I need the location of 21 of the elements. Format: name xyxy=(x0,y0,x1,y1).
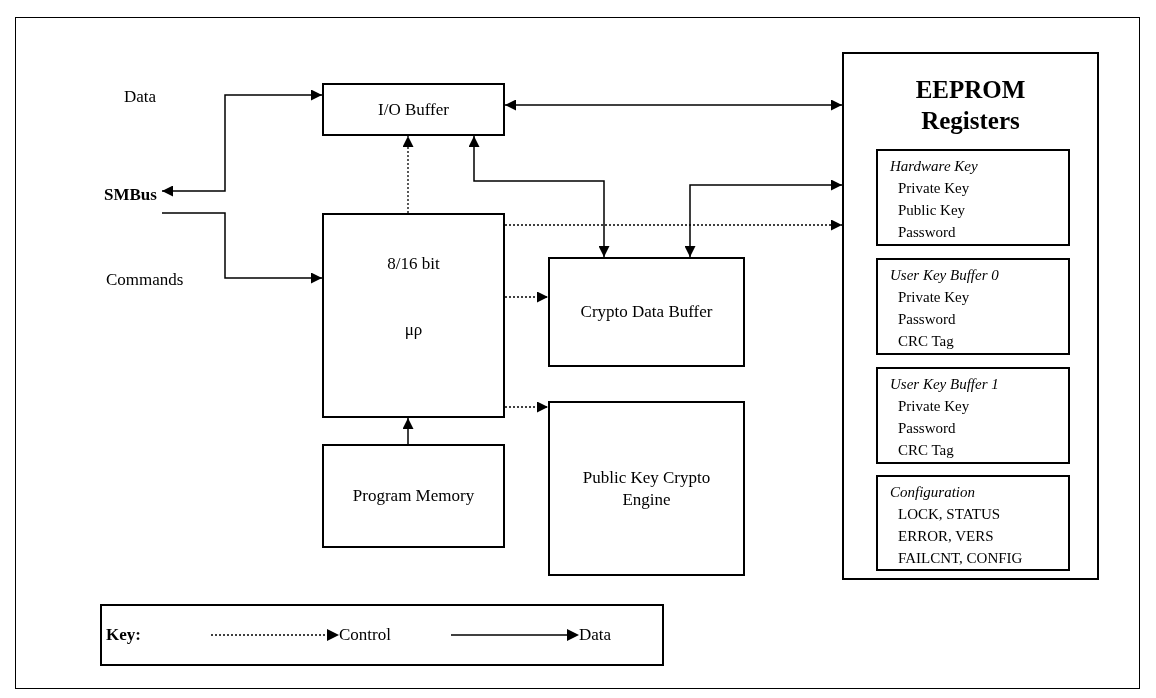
legend-text: Data xyxy=(578,624,611,647)
data-arrow xyxy=(684,179,843,258)
processor-box: 8/16 bit μρ xyxy=(322,213,505,418)
block-box: Public Key Crypto Engine xyxy=(548,401,745,576)
register-group-box: User Key Buffer 0 Private Key Password CRC Tag xyxy=(876,258,1070,355)
legend-title: Key: xyxy=(106,624,141,647)
register-panel: EEPROM Registers Hardware Key Private Key Public Key Password User Key Buffer 0 Private Key Password CRC Tag User Key Buffer 1 Private Key Password CRC Tag Configuration LOCK, STATUS ERROR, VERS FAILCNT, CONFIG xyxy=(842,52,1099,580)
bus-label: SMBus xyxy=(104,172,162,218)
data-arrow xyxy=(161,212,323,284)
data-arrow xyxy=(161,89,323,197)
control-arrow xyxy=(402,135,414,214)
legend-text: Control xyxy=(338,624,391,647)
register-group-box: Hardware Key Private Key Public Key Password xyxy=(876,149,1070,246)
register-group-box: Configuration LOCK, STATUS ERROR, VERS FAILCNT, CONFIG xyxy=(876,475,1070,571)
data-arrow xyxy=(402,417,414,445)
data-arrow xyxy=(504,99,843,111)
register-group-box: User Key Buffer 1 Private Key Password CRC Tag xyxy=(876,367,1070,464)
data-arrow xyxy=(468,135,610,258)
block-box: Program Memory xyxy=(322,444,505,548)
block-box: I/O Buffer xyxy=(322,83,505,136)
block-box: Crypto Data Buffer xyxy=(548,257,745,367)
